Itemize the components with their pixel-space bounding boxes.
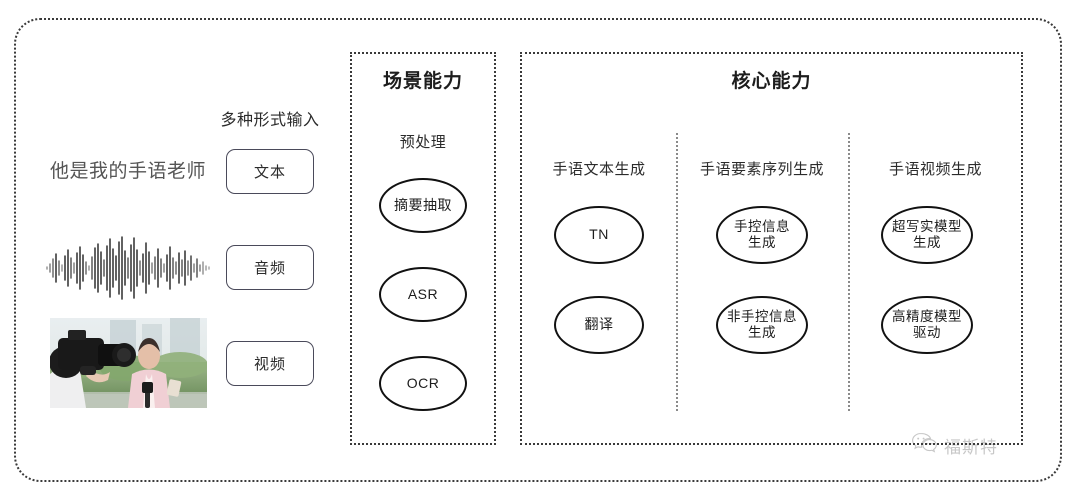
input-modality-text-button[interactable]: 文本 <box>226 149 314 194</box>
core-column-divider-2 <box>848 133 850 411</box>
scene-preprocess-subtitle: 预处理 <box>399 134 447 151</box>
core-node-high-precision-model-driving[interactable]: 高精度模型驱动 <box>881 296 973 354</box>
input-modality-video-button[interactable]: 视频 <box>226 341 314 386</box>
core-node-translation[interactable]: 翻译 <box>554 296 644 354</box>
core-node-manual-info-generation[interactable]: 手控信息生成 <box>716 206 808 264</box>
scene-node-asr[interactable]: ASR <box>379 267 467 322</box>
sample-text-input: 他是我的手语老师 <box>49 161 206 182</box>
video-thumbnail-icon <box>50 318 207 408</box>
scene-capability-title: 场景能力 <box>382 71 463 92</box>
core-column-header-sign-text-generation: 手语文本生成 <box>552 161 646 178</box>
core-capability-title: 核心能力 <box>731 71 812 92</box>
wechat-icon <box>912 432 938 459</box>
core-capability-box <box>520 52 1023 445</box>
watermark: 福斯特 <box>912 432 998 459</box>
core-column-header-sign-video-generation: 手语视频生成 <box>888 161 982 178</box>
core-node-tn[interactable]: TN <box>554 206 644 264</box>
core-column-header-sign-element-sequence-generation: 手语要素序列生成 <box>699 161 824 178</box>
scene-node-summary-extraction[interactable]: 摘要抽取 <box>379 178 467 233</box>
core-node-non-manual-info-generation[interactable]: 非手控信息生成 <box>716 296 808 354</box>
core-node-photorealistic-model-generation[interactable]: 超写实模型生成 <box>881 206 973 264</box>
input-section-caption: 多种形式输入 <box>220 112 320 129</box>
scene-node-ocr[interactable]: OCR <box>379 356 467 411</box>
audio-waveform-icon <box>44 234 214 302</box>
input-modality-audio-button[interactable]: 音频 <box>226 245 314 290</box>
outer-frame <box>14 18 1062 482</box>
scene-capability-box <box>350 52 496 445</box>
core-column-divider-1 <box>676 133 678 411</box>
watermark-text: 福斯特 <box>944 438 998 457</box>
